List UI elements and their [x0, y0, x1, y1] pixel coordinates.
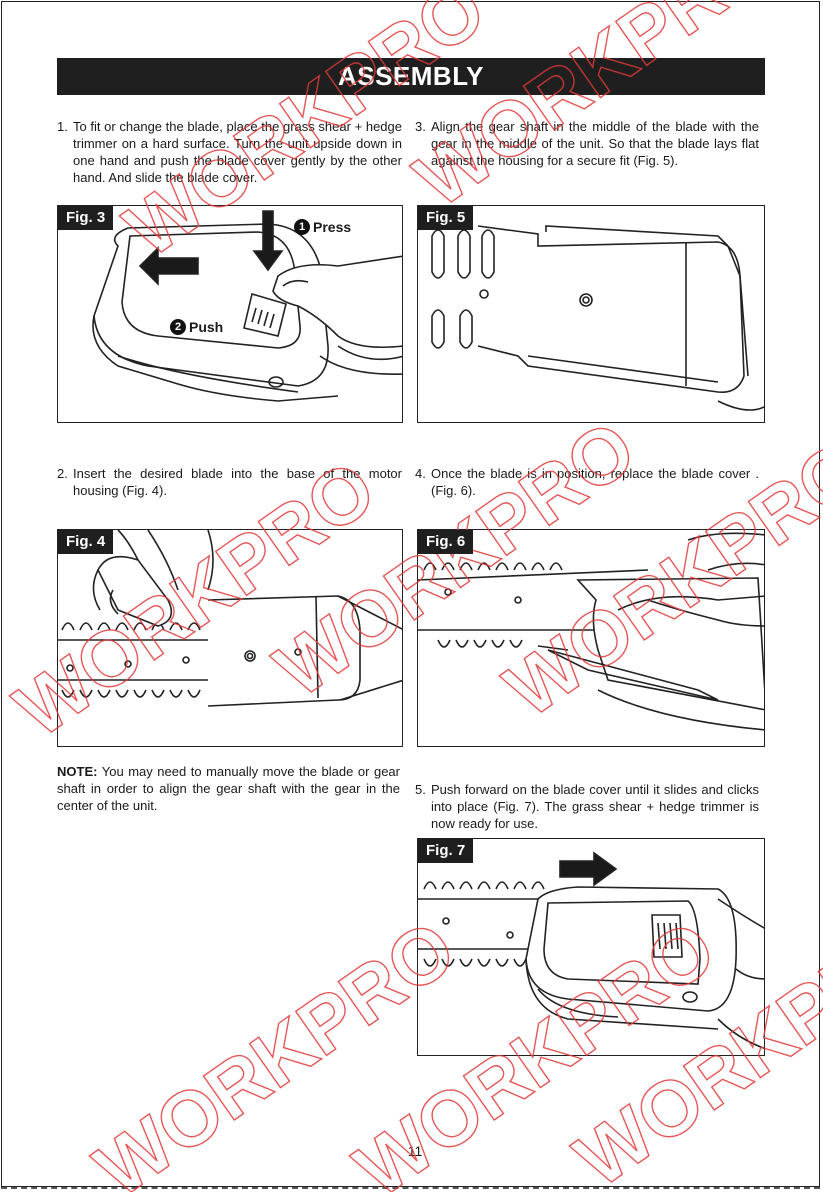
figure-7-label: Fig. 7 [418, 839, 474, 863]
figure-3: Fig. 3 1 Press 2 Push [57, 205, 403, 423]
figure-5-illustration [431, 225, 764, 411]
figure-4-illustration [58, 530, 402, 707]
step-3-number: 3. [415, 119, 426, 134]
step-5-number: 5. [415, 782, 426, 797]
step-4-text: Once the blade is in position, replace t… [431, 466, 759, 498]
figure-5-label: Fig. 5 [418, 206, 474, 230]
step-4-number: 4. [415, 466, 426, 481]
note: NOTE: You may need to manually move the … [57, 763, 400, 814]
note-text: You may need to manually move the blade … [57, 764, 400, 813]
bottom-rule [1, 1187, 820, 1191]
figure-6-label: Fig. 6 [418, 530, 474, 554]
figure-3-illustration [92, 210, 402, 402]
figure-5: Fig. 5 [417, 205, 765, 423]
step-2-text: Insert the desired blade into the base o… [73, 466, 402, 498]
figure-4-label: Fig. 4 [58, 530, 114, 554]
figure-3-label: Fig. 3 [58, 206, 114, 230]
callout-press-number: 1 [294, 219, 310, 235]
step-2: 2. Insert the desired blade into the base… [57, 465, 402, 499]
step-2-number: 2. [57, 466, 68, 481]
figure-6-illustration [418, 532, 764, 731]
page-number: 11 [407, 1143, 423, 1159]
callout-press-text: Press [313, 219, 352, 235]
callout-push: 2 Push [170, 319, 223, 335]
figure-6: Fig. 6 [417, 529, 765, 747]
callout-press: 1 Press [294, 219, 351, 235]
figure-7: Fig. 7 [417, 838, 765, 1056]
step-3: 3. Align the gear shaft in the middle of … [415, 118, 759, 169]
step-5-text: Push forward on the blade cover until it… [431, 782, 759, 831]
figure-7-illustration [418, 851, 764, 1050]
step-1-text: To fit or change the blade, place the gr… [73, 119, 402, 185]
step-4: 4. Once the blade is in position, replace… [415, 465, 759, 499]
step-3-text: Align the gear shaft in the middle of th… [431, 119, 759, 168]
callout-push-number: 2 [170, 319, 186, 335]
step-5: 5. Push forward on the blade cover until … [415, 781, 759, 832]
figure-4: Fig. 4 [57, 529, 403, 747]
page-title: ASSEMBLY [57, 58, 765, 95]
step-1-number: 1. [57, 119, 68, 134]
note-label: NOTE: [57, 764, 98, 779]
callout-push-text: Push [189, 319, 224, 335]
step-1: 1. To fit or change the blade, place the … [57, 118, 402, 186]
